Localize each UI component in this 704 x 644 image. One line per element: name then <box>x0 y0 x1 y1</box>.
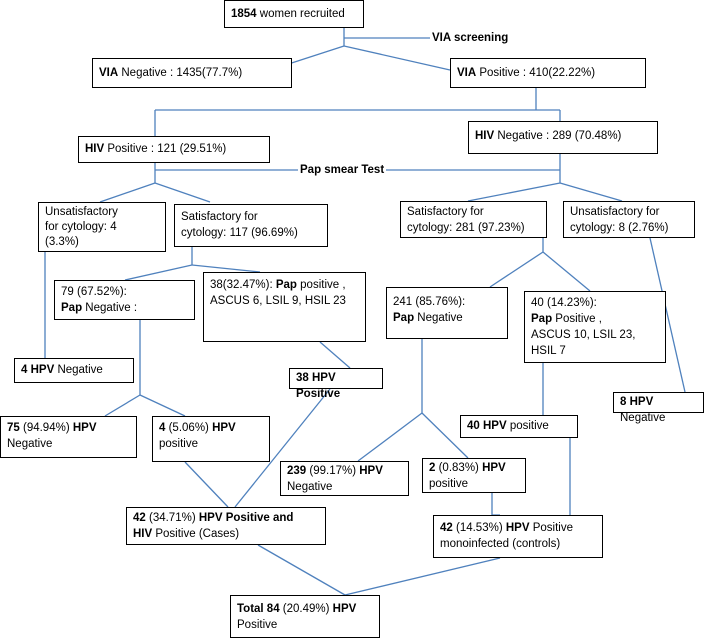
hpv-negative-239-box: 239 (99.17%) HPV Negative <box>280 461 409 496</box>
hpv-positive-4-box: 4 (5.06%) HPV positive <box>152 416 270 462</box>
hpv-negative-4-box: 4 HPV Negative <box>14 358 134 383</box>
pap-positive-38-box: 38(32.47%): Pap positive , ASCUS 6, LSIL… <box>203 272 366 342</box>
hpv-negative-75-box: 75 (94.94%) HPV Negative <box>0 416 137 458</box>
hiv-positive-box: HIV Positive : 121 (29.51%) <box>78 136 270 163</box>
satisfactory-cytology-right-box: Satisfactory for cytology: 281 (97.23%) <box>400 201 547 238</box>
pap-negative-79-box: 79 (67.52%): Pap Negative : <box>54 280 195 320</box>
hpv-positive-40-box: 40 HPV positive <box>460 415 578 438</box>
via-negative-box: VIA Negative : 1435(77.7%) <box>92 58 292 88</box>
hpv-negative-8-box: 8 HPV Negative <box>613 392 704 424</box>
satisfactory-cytology-left-box: Satisfactory for cytology: 117 (96.69%) <box>174 204 328 247</box>
unsatisfactory-cytology-left-box: Unsatisfactory for cytology: 4 (3.3%) <box>38 202 166 252</box>
via-screening-label: VIA screening <box>432 31 509 45</box>
total-hpv-positive-box: Total 84 (20.49%) HPV Positive <box>230 595 380 638</box>
unsatisfactory-cytology-right-box: Unsatisfactory for cytology: 8 (2.76%) <box>563 201 695 238</box>
women-recruited-box: 1854 women recruited <box>224 0 364 28</box>
pap-negative-241-box: 241 (85.76%): Pap Negative <box>386 287 508 339</box>
pap-positive-40-box: 40 (14.23%): Pap Positive , ASCUS 10, LS… <box>524 291 666 363</box>
controls-box: 42 (14.53%) HPV Positive monoinfected (c… <box>433 515 603 558</box>
hpv-positive-38-box: 38 HPV Positive <box>289 368 383 400</box>
pap-smear-test-label: Pap smear Test <box>298 163 387 177</box>
cases-box: 42 (34.71%) HPV Positive and HIV Positiv… <box>126 507 326 545</box>
via-positive-box: VIA Positive : 410(22.22%) <box>450 58 646 88</box>
hpv-positive-2-box: 2 (0.83%) HPV positive <box>422 458 526 493</box>
hiv-negative-box: HIV Negative : 289 (70.48%) <box>468 121 658 154</box>
